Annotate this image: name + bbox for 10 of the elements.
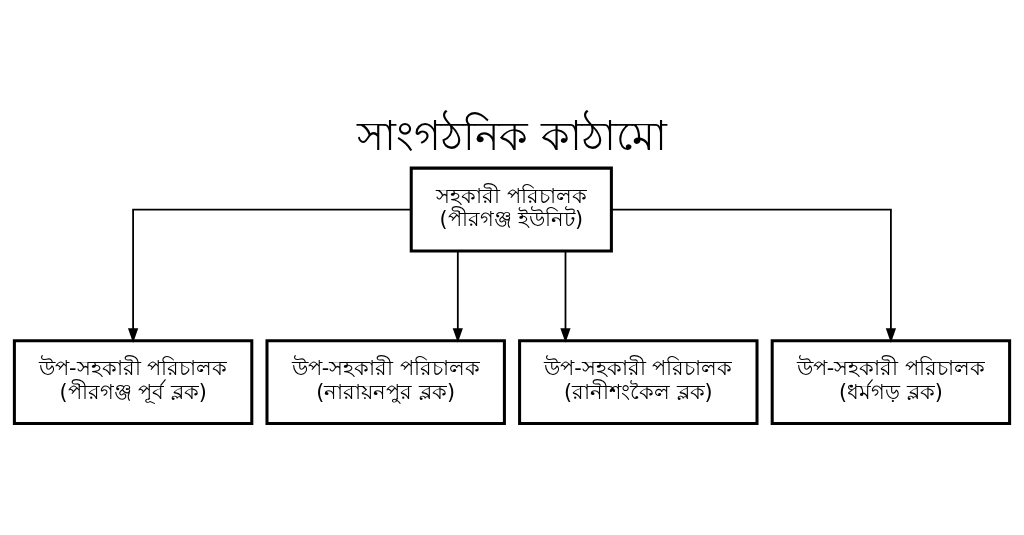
node-box: সহকারী পরিচালক (পীরগঞ্জ ইউনিট)	[409, 166, 613, 253]
arrow	[610, 208, 897, 343]
node-box: উপ-সহকারী পরিচালক (রানীশংকৈল ব্লক)	[518, 339, 759, 425]
arrow	[452, 250, 463, 343]
arrow	[560, 250, 571, 343]
node-box: উপ-সহকারী পরিচালক (নারায়নপুর ব্লক)	[265, 339, 506, 425]
diagram-title: সাংগঠনিক কাঠামো	[356, 112, 668, 161]
arrow	[127, 208, 412, 343]
node-box: উপ-সহকারী পরিচালক (পীরগঞ্জ পূর্ব ব্লক)	[12, 339, 254, 425]
node-box: উপ-সহকারী পরিচালক (ধর্মগড় ব্লক)	[770, 339, 1012, 425]
